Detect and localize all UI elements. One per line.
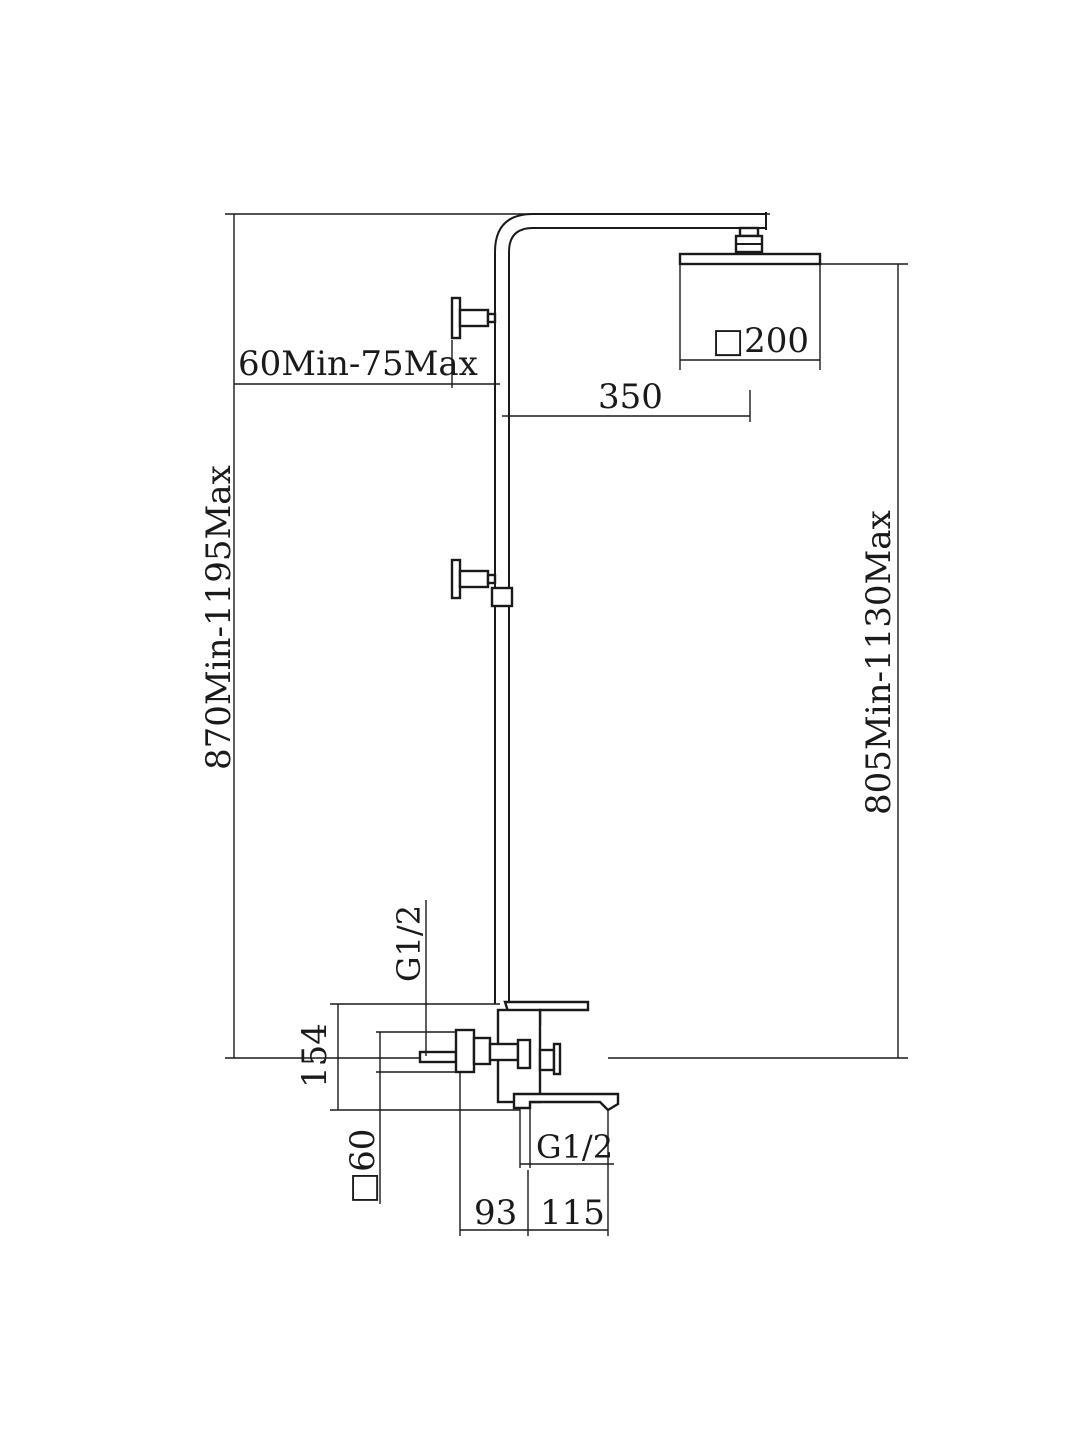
body-size-dimension: □60 bbox=[343, 1031, 456, 1204]
inlet-thread-label: G1/2 bbox=[390, 905, 428, 982]
mixer-height-dimension: 154 bbox=[295, 1003, 520, 1111]
body-size-label: □60 bbox=[343, 1129, 383, 1204]
head-size-label: □200 bbox=[712, 321, 809, 361]
shower-column bbox=[494, 212, 767, 1004]
arm-offset-label: 60Min-75Max bbox=[238, 344, 478, 384]
inlet-thread-dimension: G1/2 bbox=[390, 900, 428, 1056]
arm-offset-dimension: 60Min-75Max bbox=[234, 340, 500, 388]
head-size-dimension: □200 bbox=[679, 264, 821, 370]
outlet-thread-label: G1/2 bbox=[536, 1128, 613, 1166]
head-height-label: 805Min-1130Max bbox=[859, 510, 899, 815]
spout-offset-dimension: 93 115 bbox=[459, 1072, 609, 1236]
mixer-valve bbox=[418, 1000, 620, 1112]
arm-length-label: 350 bbox=[598, 377, 663, 417]
upper-wall-bracket bbox=[450, 296, 497, 340]
shower-head bbox=[678, 226, 822, 266]
pipe-slide-connector bbox=[490, 586, 514, 608]
total-height-dimension: 870Min-1195Max bbox=[199, 213, 770, 1059]
spout-offset-b-label: 115 bbox=[540, 1193, 605, 1233]
mixer-height-label: 154 bbox=[295, 1023, 335, 1088]
arm-length-dimension: 350 bbox=[502, 377, 751, 422]
head-height-dimension: 805Min-1130Max bbox=[608, 263, 908, 1059]
outlet-thread-dimension: G1/2 bbox=[519, 1108, 614, 1168]
total-height-label: 870Min-1195Max bbox=[199, 465, 239, 770]
spout-offset-a-label: 93 bbox=[474, 1193, 517, 1233]
lower-wall-bracket bbox=[450, 558, 497, 600]
